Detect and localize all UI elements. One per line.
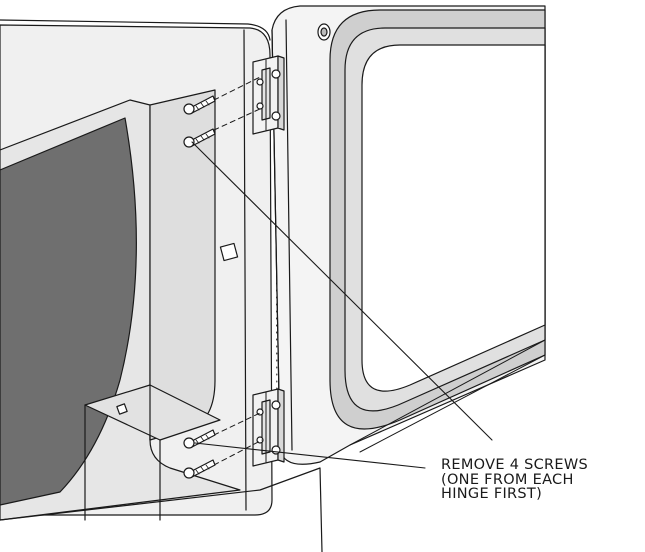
ledge-latch-hole <box>116 403 128 415</box>
cabinet-bottom <box>0 467 323 552</box>
hinge-icon <box>252 388 285 467</box>
cabinet-right-edge <box>243 29 247 511</box>
opening-ledge-step <box>84 384 161 521</box>
latch-strike-square <box>219 242 239 262</box>
screw-icon <box>183 128 216 148</box>
callout-line: HINGE FIRST) <box>441 486 543 502</box>
cabinet-side-lines <box>349 339 546 453</box>
screw-icon <box>183 459 216 479</box>
opening-side-wall <box>149 89 216 441</box>
door-top-screw-hole-inner <box>320 27 328 37</box>
door-glass <box>361 44 546 392</box>
callout-line: (ONE FROM EACH <box>441 471 574 488</box>
callout-leader-lines <box>191 141 493 469</box>
callout-text: REMOVE 4 SCREWS (ONE FROM EACH HINGE FIR… <box>441 458 641 502</box>
cabinet-top-edge <box>0 19 271 41</box>
screw-alignment-lines <box>213 75 263 466</box>
callout-line: REMOVE 4 SCREWS <box>441 457 589 473</box>
hinge-icon <box>252 55 285 135</box>
opening-lower-ledge <box>84 384 221 441</box>
screw-icon <box>183 95 216 115</box>
